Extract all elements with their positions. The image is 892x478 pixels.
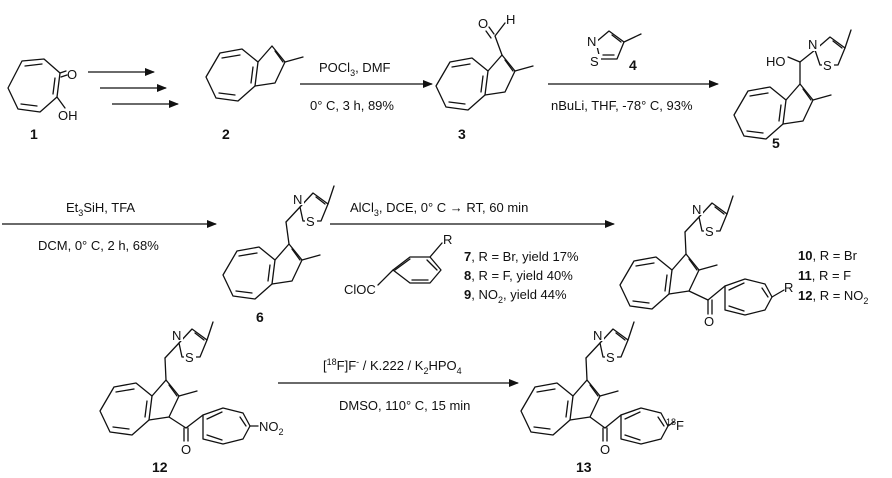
atom-sulfur: S bbox=[823, 58, 832, 73]
compound-6-structure: N S 6 bbox=[222, 185, 335, 325]
atom-oxygen: O bbox=[181, 442, 191, 457]
compound-number-1: 1 bbox=[30, 126, 38, 142]
step3-conditions: DCM, 0° C, 2 h, 68% bbox=[38, 238, 159, 253]
product-10: 10, R = Br bbox=[798, 248, 858, 263]
variant-7: 7, R = Br, yield 17% bbox=[464, 249, 579, 264]
atom-sulfur: S bbox=[606, 350, 615, 365]
atom-oxygen: O bbox=[704, 314, 714, 329]
atom-sulfur: S bbox=[185, 350, 194, 365]
atom-r: R bbox=[443, 232, 452, 247]
compound-number-12: 12 bbox=[152, 459, 168, 475]
fluorine-18: 18F bbox=[666, 417, 684, 433]
compound-number-4: 4 bbox=[629, 57, 637, 73]
step4-reagent: AlCl3, DCE, 0° C → RT, 60 min bbox=[350, 200, 528, 218]
atom-nitrogen: N bbox=[587, 34, 596, 49]
compound-4-structure: N S 4 bbox=[586, 30, 642, 73]
step1-reagent: POCl3, DMF bbox=[319, 60, 391, 78]
compound-number-3: 3 bbox=[458, 126, 466, 142]
step1-conditions: 0° C, 3 h, 89% bbox=[310, 98, 394, 113]
compound-number-13: 13 bbox=[576, 459, 592, 475]
compound-number-2: 2 bbox=[222, 126, 230, 142]
step5-conditions: DMSO, 110° C, 15 min bbox=[339, 398, 470, 413]
atom-sulfur: S bbox=[705, 224, 714, 239]
product-11: 11, R = F bbox=[798, 268, 851, 283]
compound-1-structure: O OH 1 bbox=[7, 58, 78, 142]
compound-13-structure: N S O 18F 13 bbox=[520, 321, 684, 475]
atom-nitrogen: N bbox=[293, 192, 302, 207]
compound-2-structure: 2 bbox=[205, 45, 304, 142]
reagent-variants: 7, R = Br, yield 17% 8, R = F, yield 40%… bbox=[464, 249, 579, 305]
variant-8: 8, R = F, yield 40% bbox=[464, 268, 573, 283]
compound-number-5: 5 bbox=[772, 135, 780, 151]
nitro-group: NO2 bbox=[259, 419, 284, 437]
step5-reagent: [18F]F- / K.222 / K2HPO4 bbox=[323, 357, 462, 376]
atom-sulfur: S bbox=[590, 54, 599, 69]
product-12: 12, R = NO2 bbox=[798, 288, 868, 306]
product-variants: 10, R = Br 11, R = F 12, R = NO2 bbox=[798, 248, 868, 306]
atom-r: R bbox=[784, 280, 793, 295]
compound-3-structure: O H 3 bbox=[435, 12, 534, 142]
atom-sulfur: S bbox=[306, 214, 315, 229]
atom-nitrogen: N bbox=[692, 202, 701, 217]
variant-9: 9, NO2, yield 44% bbox=[464, 287, 567, 305]
compound-number-6: 6 bbox=[256, 309, 264, 325]
atom-oxygen: O bbox=[67, 67, 77, 82]
atom-nitrogen: N bbox=[808, 37, 817, 52]
step2-conditions: nBuLi, THF, -78° C, 93% bbox=[551, 98, 693, 113]
acyl-chloride-structure: ClOC R bbox=[344, 232, 452, 297]
atom-hydrogen: H bbox=[506, 12, 515, 27]
atom-nitrogen: N bbox=[172, 328, 181, 343]
compound-5-structure: HO N S 5 bbox=[733, 29, 852, 151]
acyl-chloride-label: ClOC bbox=[344, 282, 376, 297]
compound-12-structure: N S O NO2 12 bbox=[99, 321, 284, 475]
atom-oxygen: O bbox=[478, 16, 488, 31]
atom-hydroxyl: HO bbox=[766, 54, 786, 69]
compound-10-structure: N S O R bbox=[619, 195, 793, 329]
atom-hydroxyl: OH bbox=[58, 108, 78, 123]
step3-reagent: Et3SiH, TFA bbox=[66, 200, 135, 218]
atom-oxygen: O bbox=[600, 442, 610, 457]
atom-nitrogen: N bbox=[593, 328, 602, 343]
